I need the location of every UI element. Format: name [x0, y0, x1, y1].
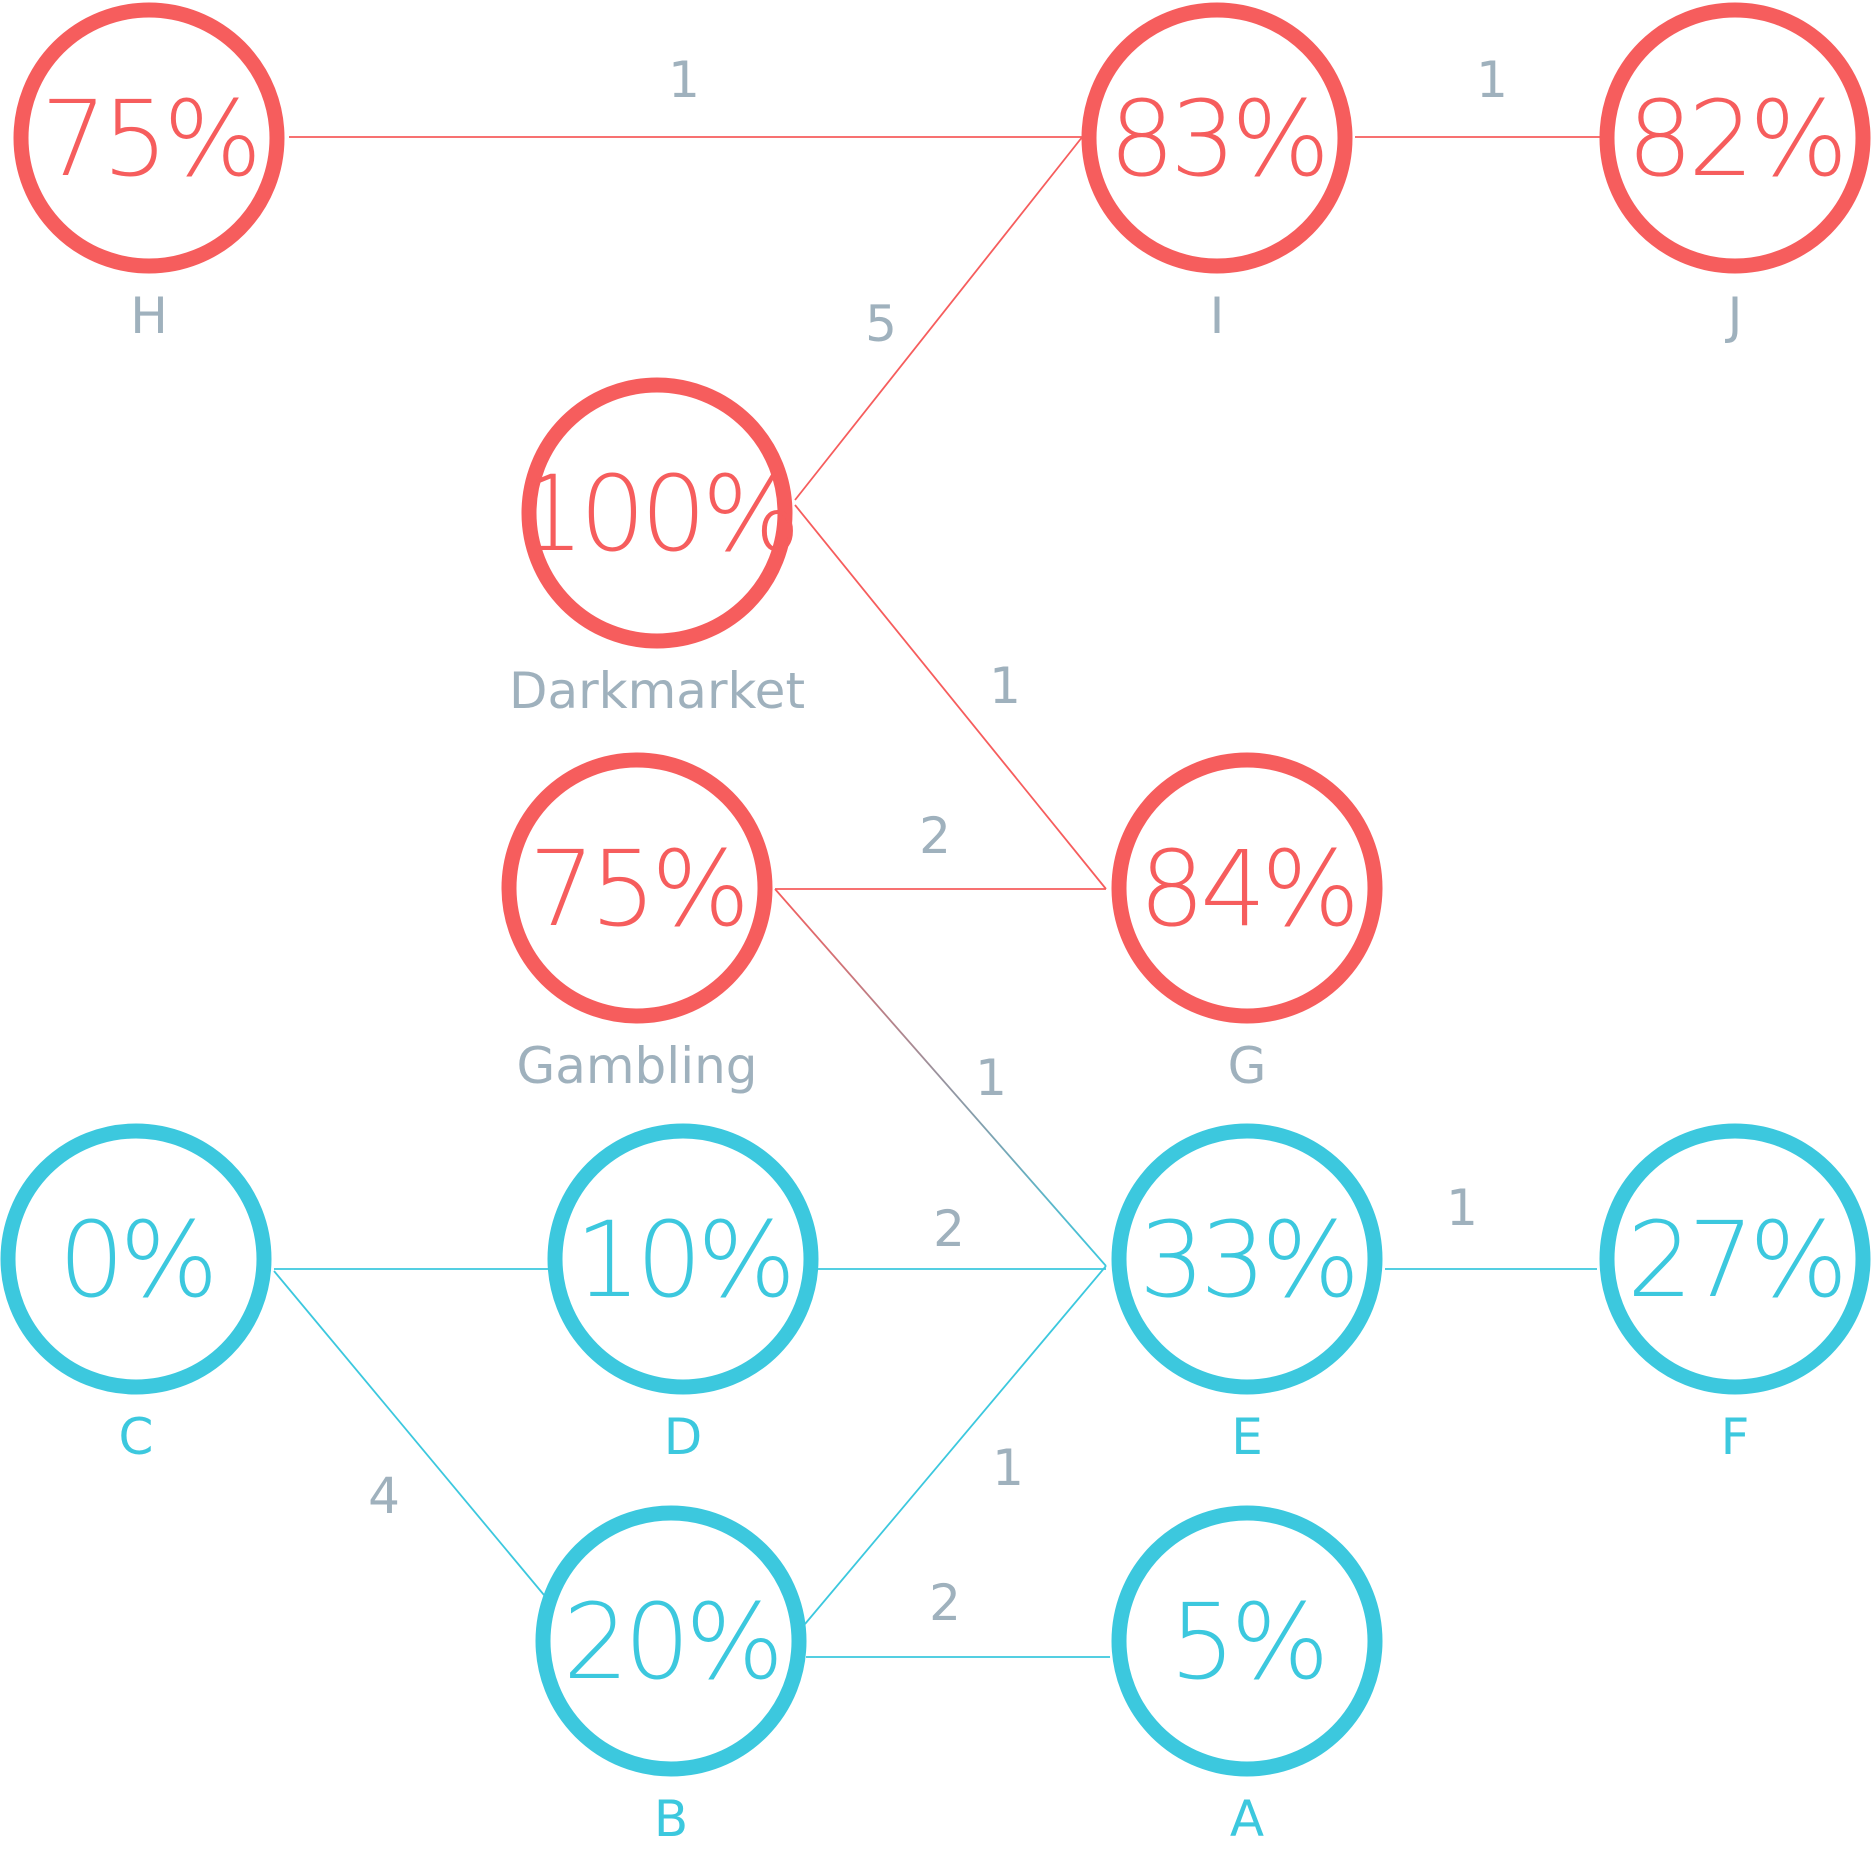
node-percentage: 82% — [1627, 78, 1843, 200]
node-label: G — [1228, 1037, 1267, 1095]
edge-weights: 1 1 5 1 2 1 2 1 4 1 2 — [368, 51, 1508, 1632]
edge-weight-darkmarket-g: 1 — [989, 657, 1021, 715]
node-percentage: 75% — [41, 78, 257, 200]
edge-c-b — [273, 1270, 545, 1596]
node-b: 20% B — [535, 1505, 807, 1848]
node-ring — [547, 1123, 819, 1395]
node-label: B — [654, 1790, 688, 1848]
node-ring — [1599, 2, 1871, 274]
node-gambling: 75% Gambling — [501, 752, 773, 1095]
node-h: 75% H — [13, 2, 285, 345]
node-ring — [1111, 1505, 1383, 1777]
edge-weight-i-j: 1 — [1476, 51, 1508, 109]
node-label: A — [1230, 1790, 1264, 1848]
node-percentage: 10% — [575, 1199, 791, 1321]
edge-weight-gambling-e: 1 — [975, 1049, 1007, 1107]
node-j: 82% J — [1599, 2, 1871, 345]
node-percentage: 84% — [1139, 828, 1355, 950]
node-label: E — [1231, 1408, 1263, 1466]
node-g: 84% G — [1111, 752, 1383, 1095]
node-ring — [13, 2, 285, 274]
node-label: Gambling — [516, 1037, 757, 1095]
node-ring — [0, 1123, 272, 1395]
node-percentage: 0% — [59, 1199, 214, 1321]
edge-weight-b-a: 2 — [929, 1574, 961, 1632]
node-a: 5% A — [1111, 1505, 1383, 1848]
edge-weight-d-e: 2 — [933, 1200, 965, 1258]
edge-weight-c-b: 4 — [368, 1467, 400, 1525]
edge-weight-b-e: 1 — [992, 1439, 1024, 1497]
node-ring — [1111, 752, 1383, 1024]
node-percentage: 100% — [518, 453, 795, 575]
node-e: 33% E — [1111, 1123, 1383, 1466]
edge-weight-gambling-g: 2 — [919, 807, 951, 865]
node-label: J — [1725, 287, 1743, 345]
edge-weight-h-i: 1 — [668, 51, 700, 109]
node-ring — [1111, 1123, 1383, 1395]
node-label: H — [130, 287, 168, 345]
node-c: 0% C — [0, 1123, 272, 1466]
node-percentage: 5% — [1170, 1581, 1325, 1703]
edge-b-e — [804, 1265, 1107, 1625]
node-label: I — [1210, 287, 1225, 345]
node-ring — [1081, 2, 1353, 274]
node-percentage: 20% — [563, 1581, 779, 1703]
edge-weight-e-f: 1 — [1446, 1179, 1478, 1237]
node-percentage: 75% — [529, 828, 745, 950]
node-ring — [501, 752, 773, 1024]
node-label: D — [664, 1408, 703, 1466]
node-ring — [535, 1505, 807, 1777]
edge-gambling-e — [774, 888, 1107, 1267]
node-percentage: 27% — [1627, 1199, 1843, 1321]
edges — [273, 135, 1600, 1658]
node-ring — [1599, 1123, 1871, 1395]
node-ring — [521, 377, 793, 649]
edge-darkmarket-g — [794, 504, 1107, 890]
edge-weight-darkmarket-i: 5 — [865, 295, 897, 353]
node-percentage: 33% — [1139, 1199, 1355, 1321]
node-label: C — [119, 1408, 154, 1466]
node-d: 10% D — [547, 1123, 819, 1466]
node-percentage: 83% — [1109, 78, 1325, 200]
edge-darkmarket-i — [794, 135, 1084, 501]
node-i: 83% I — [1081, 2, 1353, 345]
node-darkmarket: 100% Darkmarket — [509, 377, 805, 720]
node-f: 27% F — [1599, 1123, 1871, 1466]
node-label: Darkmarket — [509, 662, 805, 720]
node-label: F — [1721, 1408, 1750, 1466]
